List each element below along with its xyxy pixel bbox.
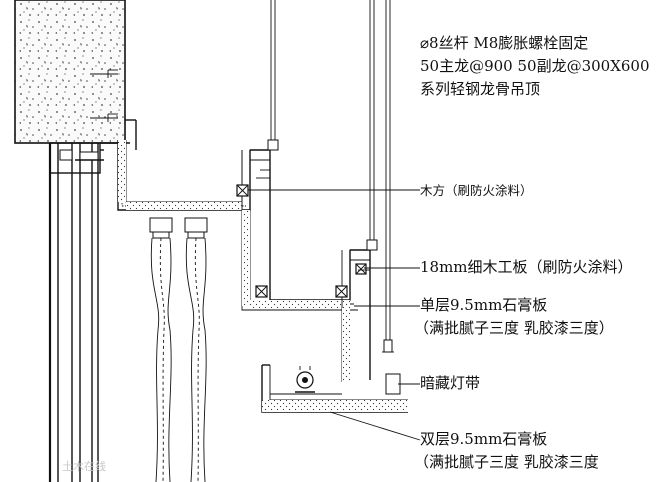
ceiling-profile bbox=[117, 140, 408, 413]
label-single-board: 单层9.5mm石膏板 bbox=[420, 296, 547, 314]
label-double-board: 双层9.5mm石膏板 bbox=[420, 430, 547, 448]
label-single-board-finish: （满批腻子三度 乳胶漆三度） bbox=[414, 319, 614, 337]
label-plywood: 18mm细木工板（刷防火涂料） bbox=[420, 258, 633, 276]
label-hanger-rod: ⌀8丝杆 M8膨胀螺栓固定 bbox=[420, 34, 588, 52]
label-keel-spacing: 50主龙@900 50副龙@300X600 bbox=[420, 57, 650, 75]
label-led-strip: 暗藏灯带 bbox=[420, 374, 480, 392]
label-ceiling-system: 系列轻钢龙骨吊顶 bbox=[420, 80, 540, 98]
watermark-text: 土木在线 bbox=[62, 459, 106, 473]
hanger-rods bbox=[256, 0, 394, 353]
wood-blocks bbox=[236, 184, 367, 298]
label-double-board-finish: （满批腻子三度 乳胶漆三度 bbox=[414, 453, 599, 471]
concrete-column bbox=[14, 0, 137, 150]
watermark: 土木在线 bbox=[62, 459, 106, 473]
annotations: ⌀8丝杆 M8膨胀螺栓固定 50主龙@900 50副龙@300X600 系列轻钢… bbox=[414, 34, 650, 471]
leader-lines bbox=[248, 189, 421, 441]
curtain-fabric bbox=[149, 217, 208, 482]
label-wood-block: 木方（刷防火涂料） bbox=[420, 183, 533, 198]
led-strip-fixture bbox=[295, 366, 401, 395]
window-frame bbox=[48, 69, 130, 482]
